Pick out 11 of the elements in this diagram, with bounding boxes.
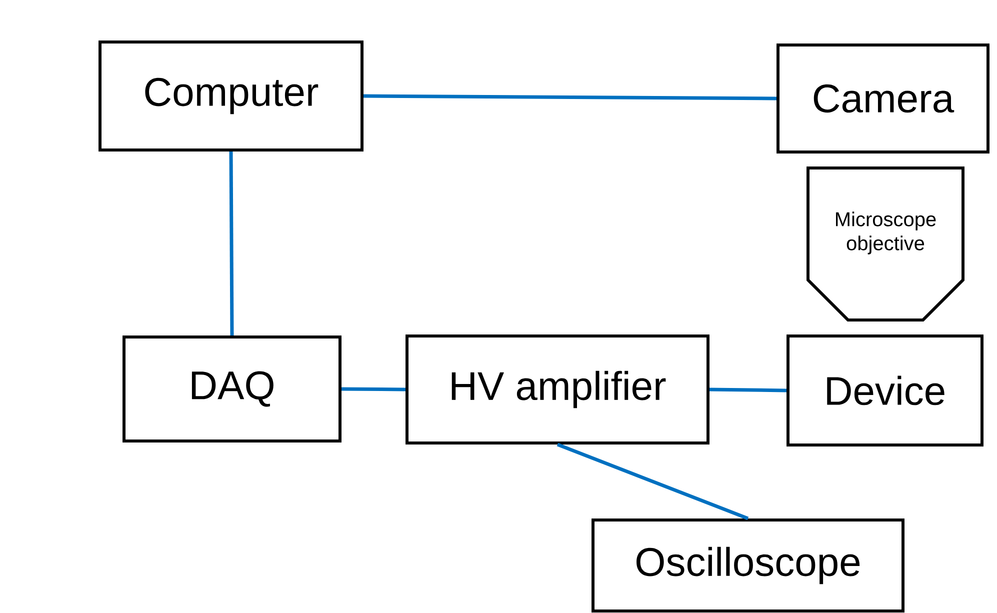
connector-line xyxy=(556,442,749,520)
process-box: Oscilloscope xyxy=(592,518,904,612)
process-box: Computer xyxy=(98,40,364,152)
connector-line xyxy=(709,388,787,392)
process-box: HV amplifier xyxy=(406,334,710,444)
connector-line xyxy=(229,151,234,336)
process-box: Device xyxy=(786,334,984,446)
connector-line xyxy=(364,94,777,100)
process-box: DAQ xyxy=(122,336,342,442)
connector-line xyxy=(342,387,406,392)
process-box: Camera xyxy=(776,44,990,154)
